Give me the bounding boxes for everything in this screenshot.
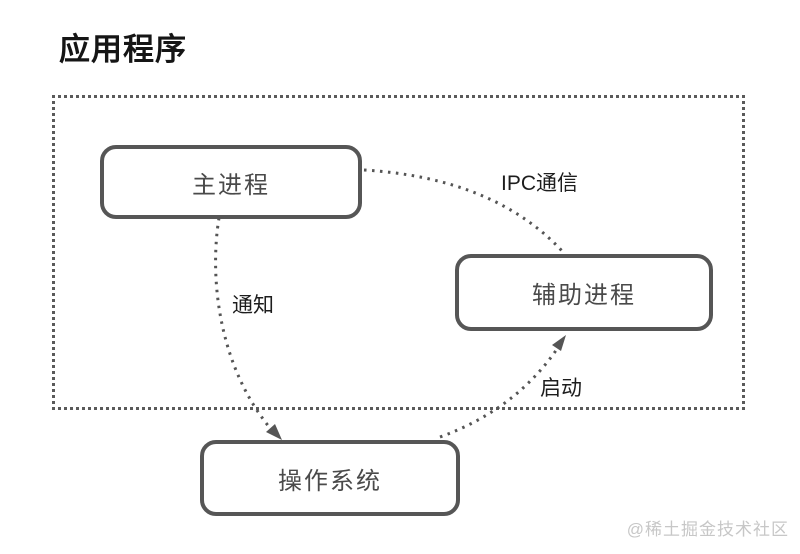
helper-process-label: 辅助进程 bbox=[532, 282, 636, 309]
edge-launch-arrowhead-icon bbox=[552, 335, 566, 351]
operating-system-label: 操作系统 bbox=[278, 467, 382, 495]
edge-label-launch: 启动 bbox=[540, 377, 582, 400]
main-process-label: 主进程 bbox=[192, 171, 270, 199]
main-process-node: 主进程 bbox=[100, 145, 362, 219]
operating-system-node: 操作系统 bbox=[200, 440, 460, 516]
edge-launch-curve bbox=[439, 348, 559, 439]
edge-label-ipc: IPC通信 bbox=[501, 172, 579, 195]
edge-notify-arrowhead-icon bbox=[266, 424, 282, 440]
helper-process-node: 辅助进程 bbox=[455, 254, 713, 331]
edge-label-notify: 通知 bbox=[232, 294, 274, 317]
edge-notify-curve bbox=[214, 217, 272, 429]
watermark-text: @稀土掘金技术社区 bbox=[626, 520, 789, 539]
application-boundary-box bbox=[52, 95, 745, 410]
diagram-title: 应用程序 bbox=[59, 32, 187, 67]
